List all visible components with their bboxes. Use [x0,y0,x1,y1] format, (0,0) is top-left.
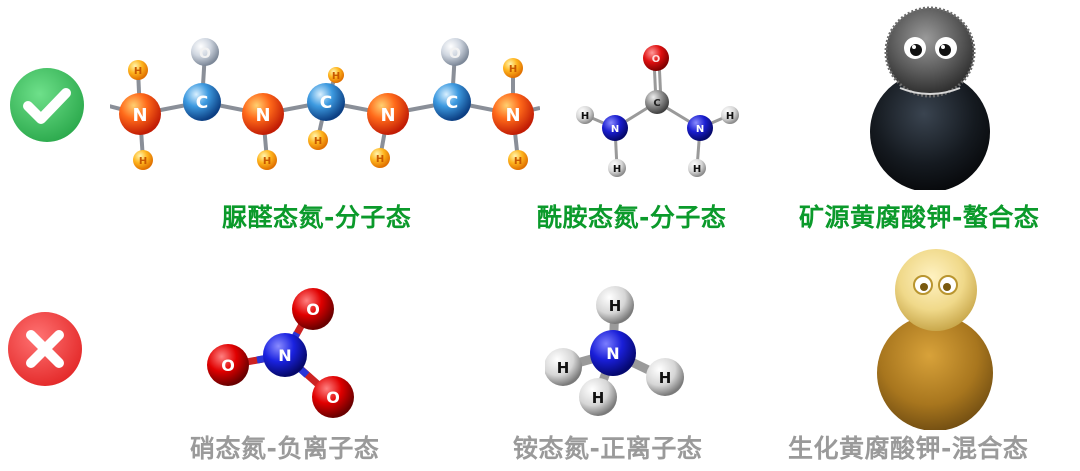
svg-text:N: N [380,105,395,126]
urea-molecule-image: O C N N H H H H [565,40,745,185]
svg-text:H: H [592,389,605,407]
check-circle-icon [8,66,86,144]
svg-text:H: H [134,66,142,77]
caption-nitrate-nitrogen: 硝态氮-负离子态 [190,434,380,463]
svg-text:C: C [653,98,660,109]
svg-text:H: H [609,297,622,315]
black-fuzzy-mascot-image [860,0,1000,192]
svg-text:H: H [613,164,621,175]
svg-text:O: O [449,46,461,62]
caption-amide-nitrogen: 酰胺态氮-分子态 [537,203,727,232]
yellow-fuzzy-mascot-image [870,245,1000,431]
svg-text:O: O [652,54,661,65]
svg-text:O: O [326,388,340,407]
nitrate-ion-molecule-image: O O O N [195,285,365,425]
svg-text:C: C [320,93,332,113]
svg-text:O: O [306,300,320,319]
svg-text:N: N [696,124,704,135]
svg-text:H: H [581,111,589,122]
svg-text:H: H [139,156,147,167]
svg-text:H: H [514,156,522,167]
svg-text:N: N [255,105,270,126]
cross-circle-icon [6,310,84,388]
urea-formaldehyde-molecule-image: O O H H H H H H H H N N N N C C C [104,30,541,180]
svg-text:N: N [278,346,291,365]
svg-text:N: N [611,124,619,135]
svg-text:H: H [726,111,734,122]
svg-text:O: O [221,356,235,375]
svg-text:N: N [132,105,147,126]
caption-ammonium-nitrogen: 铵态氮-正离子态 [513,434,703,463]
caption-urea-formaldehyde: 脲醛态氮-分子态 [222,203,412,232]
svg-text:H: H [314,136,322,147]
svg-text:H: H [376,154,384,165]
svg-text:C: C [446,93,458,113]
svg-text:H: H [659,369,672,387]
svg-text:C: C [196,93,208,113]
svg-text:H: H [332,71,340,82]
svg-text:H: H [263,156,271,167]
caption-biochemical-fulvic-acid: 生化黄腐酸钾-混合态 [788,434,1029,463]
caption-mineral-fulvic-acid: 矿源黄腐酸钾-螯合态 [799,203,1040,232]
svg-text:N: N [505,105,520,126]
ammonium-ion-molecule-image: H H H H N [544,285,695,425]
atom-label: O [199,46,211,62]
svg-text:H: H [557,359,570,377]
svg-text:H: H [693,164,701,175]
svg-text:N: N [606,344,619,363]
svg-text:H: H [509,64,517,75]
